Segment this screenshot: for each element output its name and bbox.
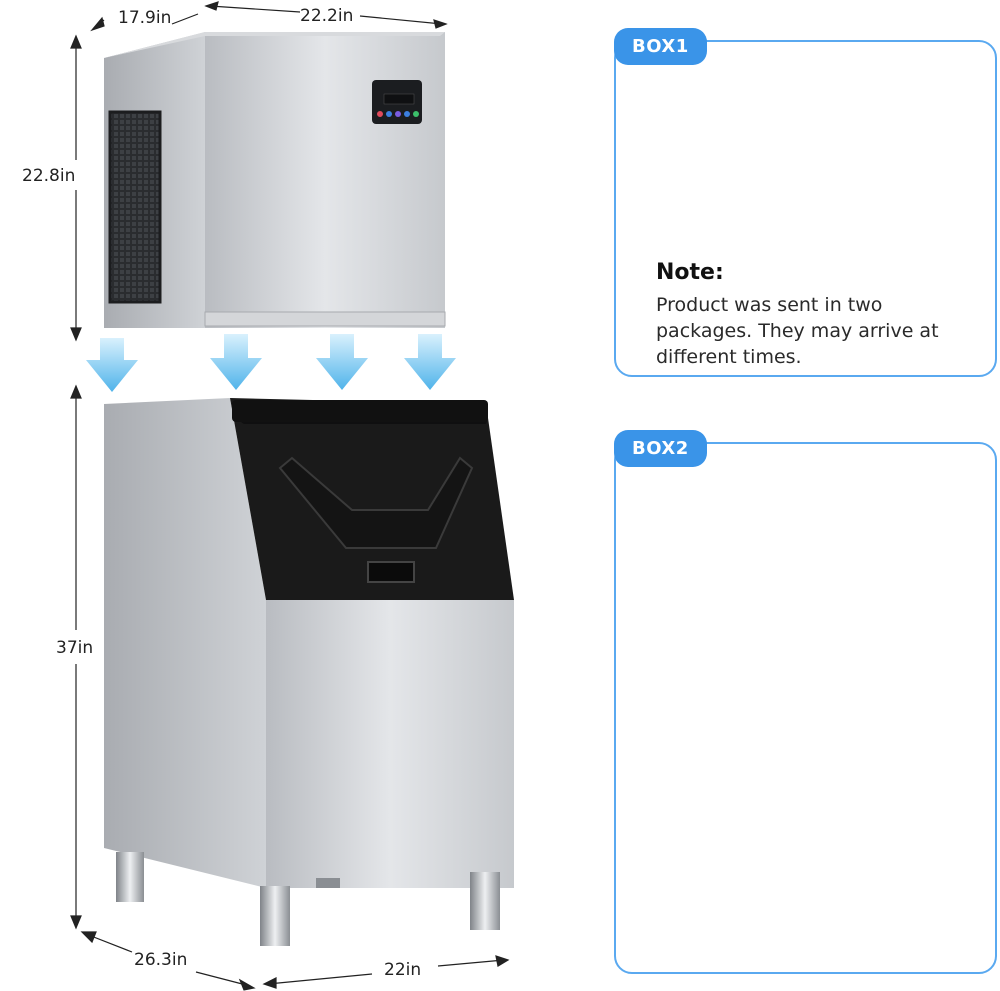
- ice-maker-head: [104, 32, 446, 328]
- ice-storage-bin: [104, 398, 514, 946]
- down-arrow-icons: [86, 334, 456, 392]
- box2-panel: BOX2: [614, 430, 997, 974]
- dimension-lines: [70, 1, 510, 991]
- dimension-bin-width: 22in: [384, 960, 422, 980]
- box2-badge: BOX2: [614, 430, 707, 467]
- dimension-bin-depth: 26.3in: [134, 950, 188, 970]
- note-title: Note:: [656, 260, 724, 285]
- dimension-bin-height: 37in: [56, 638, 94, 658]
- dimension-top-height: 22.8in: [22, 166, 76, 186]
- box1-badge: BOX1: [614, 28, 707, 65]
- note-body: Product was sent in two packages. They m…: [656, 294, 939, 368]
- dimension-top-width: 22.2in: [300, 6, 354, 26]
- dimension-top-depth: 17.9in: [118, 8, 172, 28]
- box1-panel: BOX1 Note: Product was sent in two packa…: [614, 28, 997, 377]
